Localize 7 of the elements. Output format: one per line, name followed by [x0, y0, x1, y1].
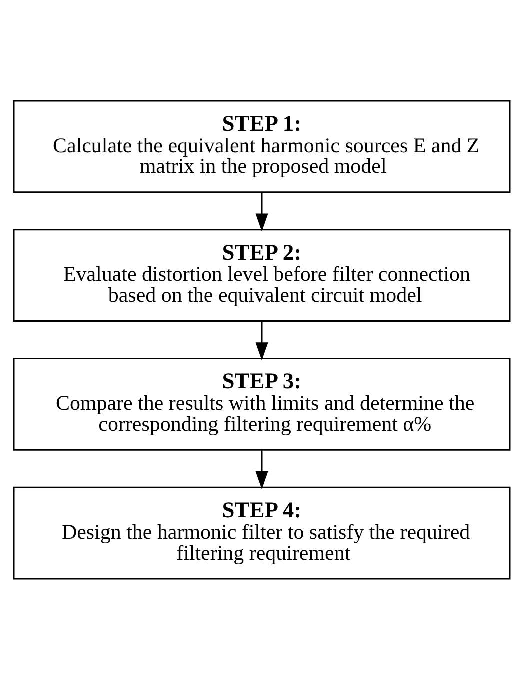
arrow: [256, 321, 268, 360]
node-box: STEP 4: Design the harmonic filter to satisfy the required filtering requirement: [13, 486, 511, 580]
arrow: [256, 192, 268, 232]
node-box: STEP 1: Calculate the equivalent harmonic sources E and Z matrix in the proposed model: [13, 100, 511, 193]
arrow: [256, 450, 268, 489]
node-box: STEP 3: Compare the results with limits and determine the corresponding filtering requirement α%: [13, 357, 511, 450]
node-box: STEP 2: Evaluate distortion level before filter connection based on the equivalent circuit model: [13, 228, 511, 322]
